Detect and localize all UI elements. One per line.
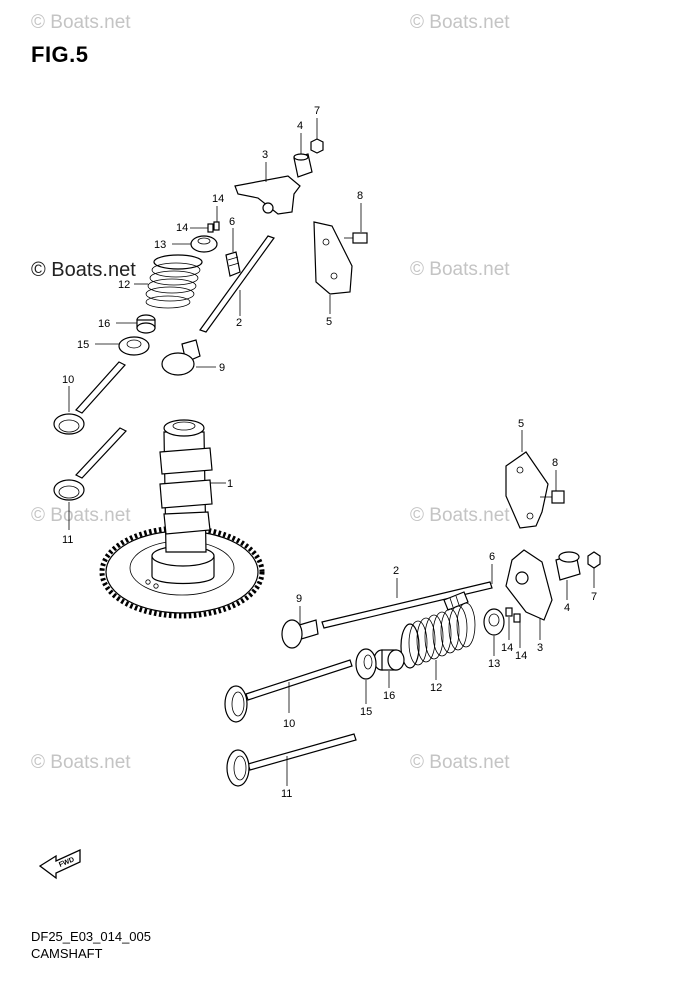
callout-13: 13 [154, 239, 166, 251]
figure-code: DF25_E03_014_005 [31, 929, 151, 944]
part-11-valve-upper: 11 [53, 427, 127, 546]
callout-16: 16 [98, 318, 110, 330]
callout-3: 3 [262, 149, 268, 161]
figure-name: CAMSHAFT [31, 946, 103, 961]
part-6-adjuster-upper: 6 [225, 216, 241, 277]
callout-1: 1 [227, 478, 233, 490]
part-3-rocker-arm-upper: 3 [234, 149, 301, 215]
figure-title: FIG.5 [31, 42, 89, 67]
part-3-rocker-arm-lower: 3 [505, 549, 553, 654]
callout-9: 9 [296, 593, 302, 605]
callout-11: 11 [62, 534, 73, 546]
part-14-keeper-upper: 14 14 [176, 193, 224, 234]
watermark: © Boats.net [31, 12, 131, 33]
callout-5: 5 [518, 418, 524, 430]
watermark: © Boats.net [410, 752, 510, 773]
part-6-adjuster-lower: 6 [443, 551, 495, 611]
callout-2: 2 [393, 565, 399, 577]
callout-16: 16 [383, 690, 395, 702]
callout-5: 5 [326, 316, 332, 328]
part-13-retainer-lower: 13 [483, 608, 505, 670]
callout-15: 15 [360, 706, 372, 718]
part-12-spring-lower: 12 [400, 602, 476, 694]
fwd-arrow-icon: FWD [38, 848, 81, 880]
part-9-tappet-lower: 9 [281, 593, 319, 649]
callout-15: 15 [77, 339, 89, 351]
part-4-bushing-lower: 4 [555, 551, 581, 614]
callout-12: 12 [118, 279, 130, 291]
callout-12: 12 [430, 682, 442, 694]
part-2-pushrod-lower: 2 [321, 565, 493, 629]
part-2-pushrod-upper: 2 [199, 235, 275, 333]
part-7-nut-upper: 7 [310, 105, 324, 154]
watermark: © Boats.net [31, 505, 131, 526]
callout-13: 13 [488, 658, 500, 670]
part-10-valve-upper: 10 [53, 361, 126, 435]
callout-10: 10 [283, 718, 295, 730]
part-9-tappet-upper: 9 [161, 339, 225, 376]
watermark: © Boats.net [410, 12, 510, 33]
watermark: © Boats.net [31, 752, 131, 773]
callout-10: 10 [62, 374, 74, 386]
part-4-bushing-upper: 4 [293, 120, 313, 178]
watermark: © Boats.net [410, 259, 510, 280]
watermark: © Boats.net [31, 259, 136, 281]
callout-6: 6 [489, 551, 495, 563]
part-12-spring-upper: 12 [118, 254, 203, 309]
callout-8: 8 [357, 190, 363, 202]
callout-7: 7 [591, 591, 597, 603]
callout-3: 3 [537, 642, 543, 654]
callout-9: 9 [219, 362, 225, 374]
part-5-bracket-upper: 5 [313, 221, 353, 328]
part-16-seal-upper: 16 [98, 314, 156, 334]
part-8-bolt-lower: 8 [540, 457, 565, 504]
part-16-seal-lower: 16 [373, 649, 405, 702]
callout-11: 11 [281, 788, 292, 800]
watermark: © Boats.net [410, 505, 510, 526]
part-15-seat-upper: 15 [77, 336, 150, 356]
part-15-seat-lower: 15 [355, 648, 377, 718]
callout-6: 6 [229, 216, 235, 228]
part-14-keeper-lower: 14 14 [501, 607, 527, 662]
part-8-bolt-upper: 8 [344, 190, 368, 244]
callout-14: 14 [176, 222, 188, 234]
part-10-valve-lower: 10 [224, 659, 353, 730]
callout-4: 4 [564, 602, 570, 614]
callout-14: 14 [501, 642, 513, 654]
part-11-valve-lower: 11 [226, 733, 357, 800]
part-1-camshaft: 1 [99, 419, 265, 619]
part-5-bracket-lower: 5 [505, 418, 549, 529]
callout-14: 14 [212, 193, 224, 205]
callout-2: 2 [236, 317, 242, 329]
part-7-nut-lower: 7 [587, 551, 601, 603]
part-13-retainer-upper: 13 [154, 235, 218, 253]
callout-14: 14 [515, 650, 527, 662]
callout-7: 7 [314, 105, 320, 117]
callout-8: 8 [552, 457, 558, 469]
callout-4: 4 [297, 120, 303, 132]
